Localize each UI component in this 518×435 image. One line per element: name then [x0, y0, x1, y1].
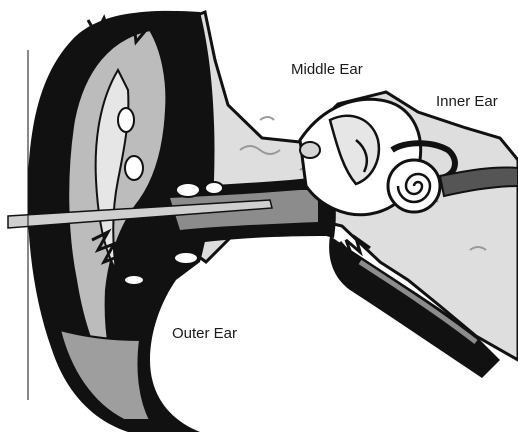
canal-lump-1 [176, 183, 200, 197]
outer-ear-label: Outer Ear [172, 325, 237, 342]
canal-lump-6 [124, 275, 144, 285]
canal-lump-3 [174, 252, 198, 264]
canal-lump-4 [125, 156, 143, 180]
middle-ear-label: Middle Ear [291, 61, 363, 78]
inner-ear-label: Inner Ear [436, 93, 498, 110]
canal-lump-2 [205, 182, 223, 194]
canal-lump-5 [118, 108, 134, 132]
ossicle-knob [300, 142, 320, 158]
